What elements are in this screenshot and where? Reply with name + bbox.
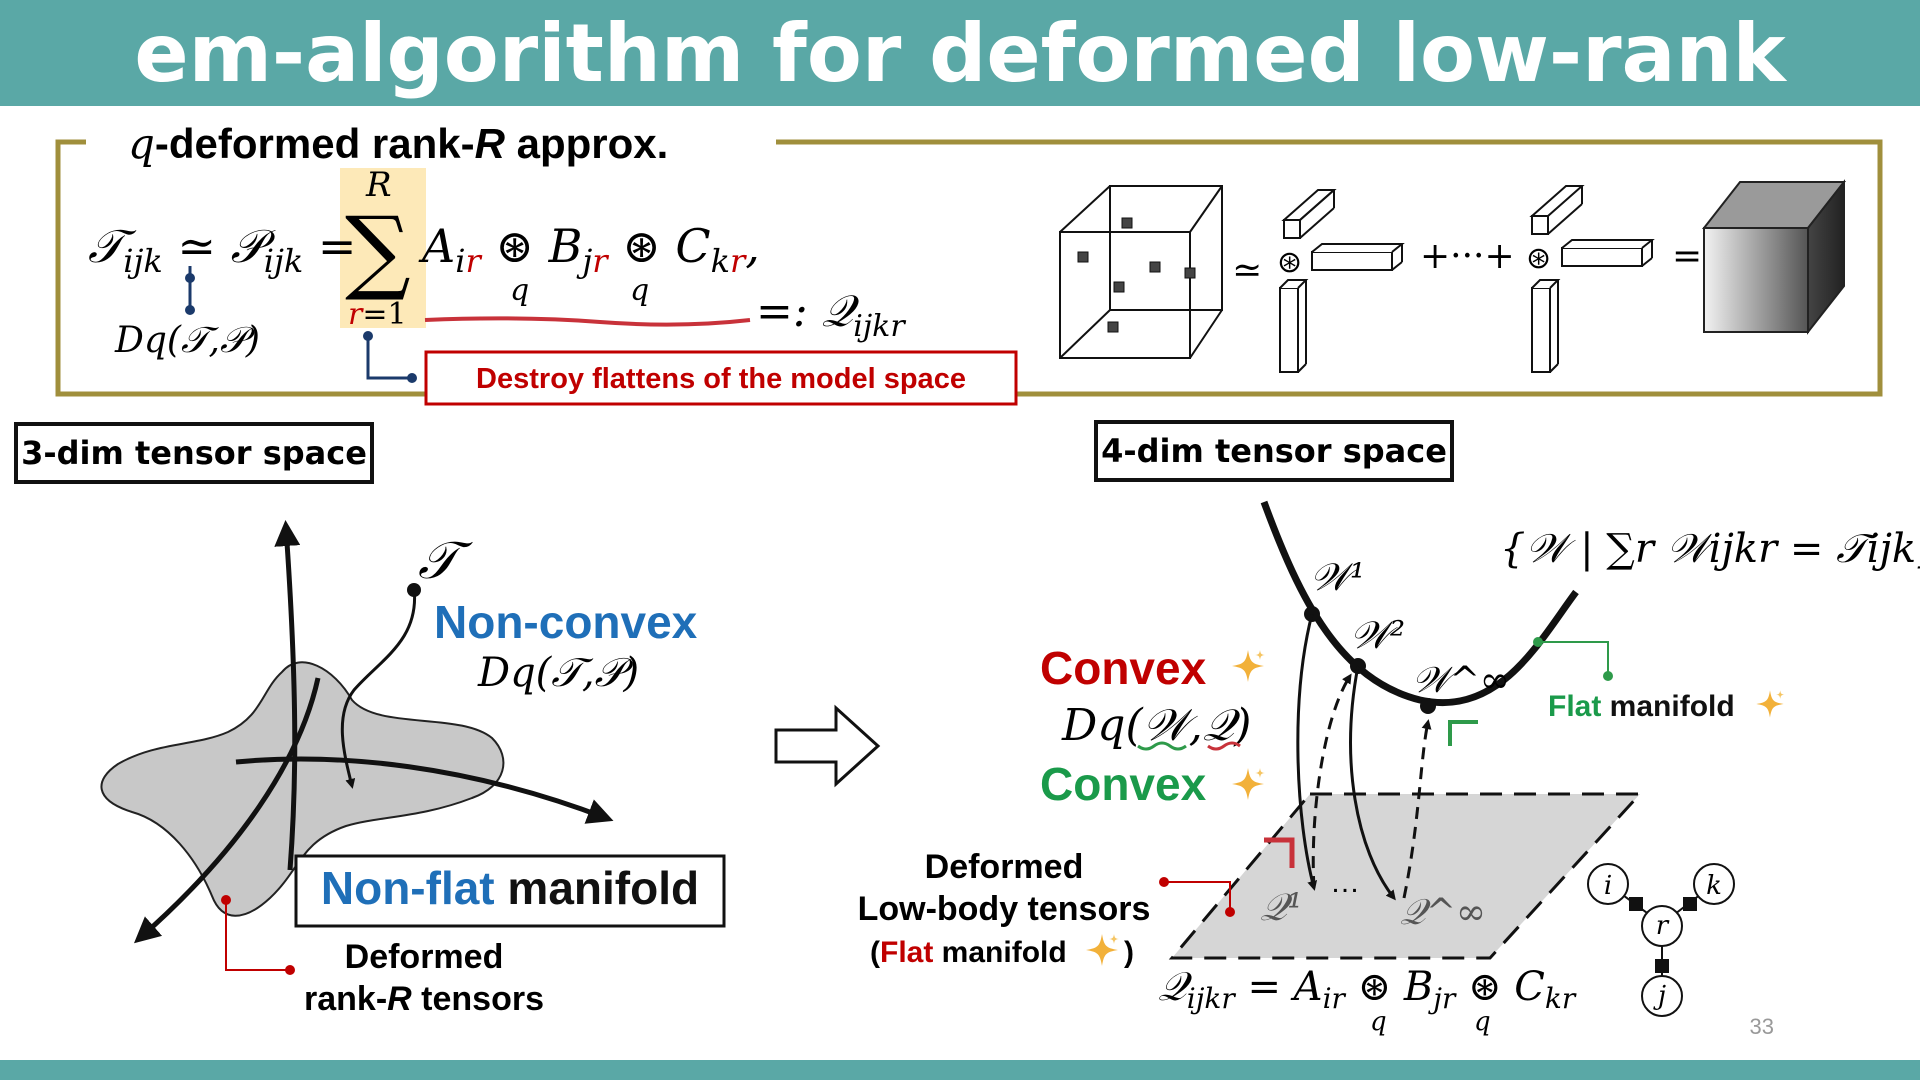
solid-cube <box>1701 179 1847 335</box>
lowbody-line2: Low-body tensors <box>858 890 1151 928</box>
sum-upper: R <box>365 165 392 205</box>
sparkle-icon <box>1086 934 1119 966</box>
nonflat-box <box>294 854 726 928</box>
top-panel: q-deformed rank-R approx. 𝒯ijk ≃ 𝒫ijk = … <box>55 108 1883 406</box>
rank-one-factor-1 <box>1279 189 1405 373</box>
svg-text:q: q <box>1370 1007 1387 1037</box>
flat-manifold-plane <box>1168 792 1644 960</box>
right-arrow-icon <box>774 704 881 788</box>
sum-lower: r=1 <box>348 297 407 332</box>
qinf-label: 𝒬^∞ <box>1400 892 1486 933</box>
rank-one-factor-2 <box>1529 185 1655 373</box>
svg-text:): ) <box>1124 936 1134 969</box>
svg-text:q: q <box>510 273 529 308</box>
sum-symbol: ∑ <box>345 197 411 304</box>
convex-top: Convex <box>1040 642 1207 694</box>
svg-text:q: q <box>1474 1007 1491 1037</box>
svg-text:=: = <box>1672 236 1702 277</box>
svg-text:⊛: ⊛ <box>1277 245 1302 280</box>
w1-label: 𝒲¹ <box>1310 555 1365 599</box>
nonflat-label: Non-flat manifold <box>321 862 699 914</box>
svg-text:…: … <box>1330 866 1360 899</box>
footer-bar <box>0 1060 1920 1080</box>
title-banner <box>0 0 1920 106</box>
winf-label: 𝒲^∞ <box>1412 660 1510 701</box>
sparkle-icon <box>1232 768 1265 800</box>
formula-rhs: Air ⊛ Bjr ⊛ Ckr, <box>418 219 760 280</box>
left-panel: 3-dim tensor space 𝒯 Non-convex Dq(𝒯,𝒫) … <box>14 422 726 1018</box>
warning-box <box>424 350 1018 406</box>
svg-text:q: q <box>630 273 649 308</box>
bottom-formula: 𝒬ijkr = Air ⊛ Bjr ⊛ Ckr <box>1158 964 1577 1015</box>
sparkle-icon <box>1232 650 1265 682</box>
T-label: 𝒯 <box>418 531 473 591</box>
node-r: r <box>1656 911 1670 941</box>
lowbody-line3: (Flat manifold <box>870 936 1067 969</box>
red-underline <box>424 316 751 327</box>
left-divergence: Dq(𝒯,𝒫) <box>477 650 639 696</box>
sparkle-icon <box>1756 690 1785 718</box>
left-space-box <box>14 422 374 484</box>
page-title: em-algorithm for deformed low-rank appro… <box>134 7 1786 196</box>
flat-manifold-label: Flat manifold <box>1548 690 1735 723</box>
lowbody-line1: Deformed <box>925 848 1084 886</box>
svg-text:≃: ≃ <box>1232 250 1262 291</box>
page-number: 33 <box>1749 1014 1774 1039</box>
node-k: k <box>1706 871 1722 901</box>
defined-as: =: 𝒬ijkr <box>756 286 906 344</box>
plus-dots: +···+ <box>1420 236 1515 277</box>
nonconvex-label: Non-convex <box>434 596 698 648</box>
tensor-network <box>1587 863 1735 1017</box>
set-formula: {𝒲 | ∑r 𝒲ijkr = 𝒯ijk} <box>1500 526 1920 572</box>
cube-icon <box>1059 185 1223 359</box>
nonflat-manifold-shape <box>100 661 505 917</box>
right-panel: 4-dim tensor space {𝒲 | ∑r 𝒲ijkr = 𝒯ijk}… <box>858 420 1920 1037</box>
q1-label: 𝒬¹ <box>1260 885 1303 929</box>
left-deformed-line2: rank-R tensors <box>304 980 544 1018</box>
top-heading: q-deformed rank-R approx. <box>128 119 668 168</box>
convex-bottom: Convex <box>1040 758 1207 810</box>
svg-text:⊛: ⊛ <box>1526 241 1551 276</box>
warning-text: Destroy flattens of the model space <box>476 363 966 395</box>
formula-lhs: 𝒯ijk ≃ 𝒫ijk = <box>88 219 356 280</box>
svg-text:3-dim tensor space: 3-dim tensor space <box>21 434 367 472</box>
left-deformed-line1: Deformed <box>345 938 504 976</box>
right-divergence: Dq(𝒲,𝒬) <box>1061 700 1251 751</box>
top-divergence: Dq(𝒯,𝒫) <box>114 320 260 361</box>
right-space-box <box>1094 420 1454 482</box>
sum-highlight <box>340 168 426 328</box>
w2-label: 𝒲² <box>1350 613 1405 657</box>
node-i: i <box>1604 871 1612 901</box>
svg-text:4-dim tensor space: 4-dim tensor space <box>1101 432 1447 470</box>
